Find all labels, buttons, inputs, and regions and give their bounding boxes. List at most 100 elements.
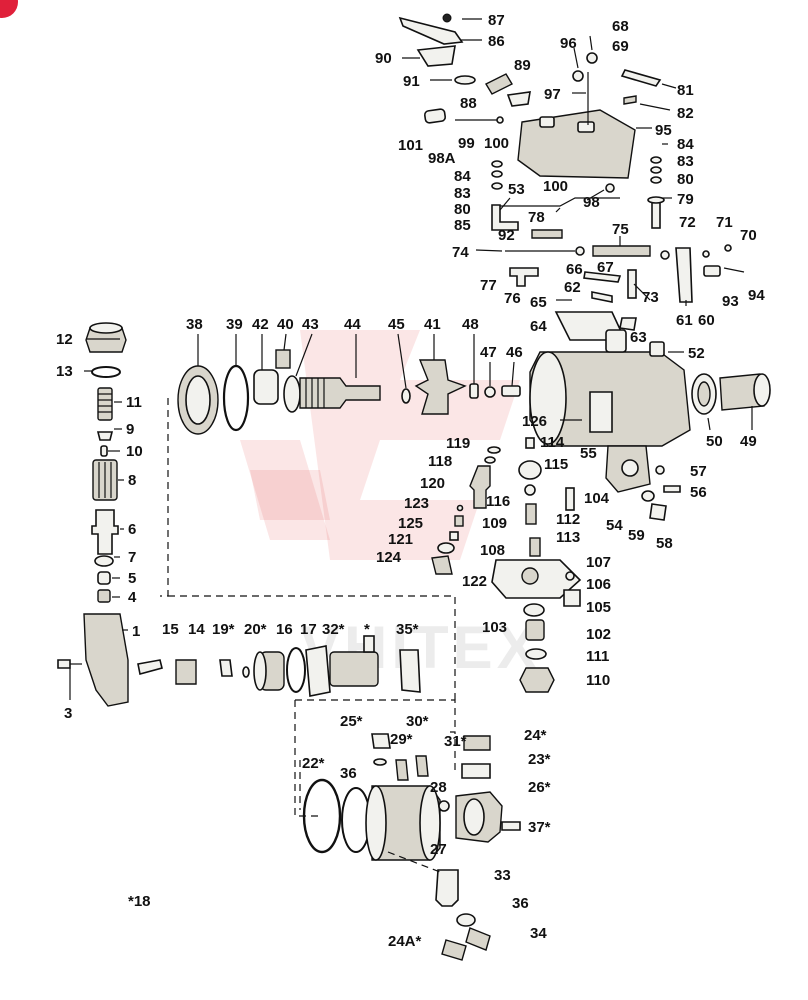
part-label-41: 41	[424, 316, 441, 333]
part-label-42: 42	[252, 316, 269, 333]
part-label-1: 1	[132, 623, 140, 640]
valve-parts	[431, 437, 582, 693]
part-label-56: 56	[690, 484, 707, 501]
shaft-assembly	[177, 349, 521, 435]
part-label-95: 95	[655, 122, 672, 139]
part-label-37: 37*	[528, 819, 551, 836]
part-label-4: 4	[128, 589, 137, 606]
part-labels: 87 86 90 91 88 89 96 68 69 97 81 82 95 1…	[56, 12, 765, 950]
part-label-83a: 83	[454, 185, 471, 202]
part-label-98: 98	[583, 194, 600, 211]
part-label-59: 59	[628, 527, 645, 544]
part-label-31: 31*	[444, 733, 467, 750]
part-label-67: 67	[597, 259, 614, 276]
part-label-34: 34	[530, 925, 547, 942]
part-label-119: 119	[446, 435, 470, 452]
part-label-113: 113	[556, 529, 580, 546]
part-label-57: 57	[690, 463, 707, 480]
part-label-39: 39	[226, 316, 243, 333]
part-label-60: 60	[698, 312, 715, 329]
part-label-79: 79	[677, 191, 694, 208]
part-label-120: 120	[420, 475, 445, 492]
part-label-88: 88	[460, 95, 477, 112]
leader-lines	[84, 18, 753, 631]
part-label-69: 69	[612, 38, 629, 55]
part-label-36b: 36	[512, 895, 529, 912]
part-label-87: 87	[488, 12, 505, 29]
part-label-48: 48	[462, 316, 479, 333]
part-label-94: 94	[748, 287, 765, 304]
part-label-97: 97	[544, 86, 561, 103]
footnote-18: *18	[128, 893, 151, 910]
part-label-20: 20*	[244, 621, 267, 638]
part-label-109: 109	[482, 515, 507, 532]
part-label-3: 3	[64, 705, 72, 722]
part-label-70: 70	[740, 227, 757, 244]
part-label-83b: 83	[677, 153, 694, 170]
part-label-96: 96	[560, 35, 577, 52]
part-label-53: 53	[508, 181, 525, 198]
part-label-110: 110	[586, 672, 610, 689]
part-label-35: 35*	[396, 621, 419, 638]
part-label-74: 74	[452, 244, 469, 261]
part-label-6: 6	[128, 521, 136, 538]
part-label-73: 73	[642, 289, 659, 306]
part-label-71: 71	[716, 214, 733, 231]
part-label-33: 33	[494, 867, 511, 884]
part-label-11: 11	[126, 394, 142, 411]
part-label-22: 22*	[302, 755, 325, 772]
part-label-43: 43	[302, 316, 319, 333]
part-label-61: 61	[676, 312, 693, 329]
part-label-19: 19*	[212, 621, 235, 638]
part-label-76: 76	[504, 290, 521, 307]
part-label-50: 50	[706, 433, 723, 450]
part-label-star: *	[364, 621, 370, 638]
part-label-78: 78	[528, 209, 545, 226]
part-label-47: 47	[480, 344, 497, 361]
part-label-24A: 24A*	[388, 933, 422, 950]
part-label-75: 75	[612, 221, 629, 238]
part-label-40: 40	[277, 316, 294, 333]
part-label-23: 23*	[528, 751, 551, 768]
part-label-100b: 100	[543, 178, 568, 195]
part-label-38: 38	[186, 316, 203, 333]
part-label-17: 17	[300, 621, 317, 638]
part-label-14: 14	[188, 621, 205, 638]
part-label-92: 92	[498, 227, 515, 244]
part-label-112: 112	[556, 511, 580, 528]
part-label-8: 8	[128, 472, 136, 489]
part-label-28: 28	[430, 779, 447, 796]
part-label-36a: 36	[340, 765, 357, 782]
part-label-84b: 84	[677, 136, 694, 153]
part-label-81: 81	[677, 82, 694, 99]
part-label-12: 12	[56, 331, 73, 348]
part-label-123: 123	[404, 495, 429, 512]
part-label-46: 46	[506, 344, 523, 361]
part-label-64: 64	[530, 318, 547, 335]
part-label-29: 29*	[390, 731, 413, 748]
part-label-107: 107	[586, 554, 611, 571]
part-label-49: 49	[740, 433, 757, 450]
part-label-93: 93	[722, 293, 739, 310]
part-label-32: 32*	[322, 621, 345, 638]
part-label-25: 25*	[340, 713, 363, 730]
part-label-84a: 84	[454, 168, 471, 185]
part-label-5: 5	[128, 570, 136, 587]
part-label-82: 82	[677, 105, 694, 122]
part-label-114: 114	[540, 434, 565, 451]
part-label-90: 90	[375, 50, 392, 67]
part-label-111: 111	[586, 648, 609, 665]
part-label-30: 30*	[406, 713, 429, 730]
part-label-66: 66	[566, 261, 583, 278]
part-label-118: 118	[428, 453, 452, 470]
part-label-26: 26*	[528, 779, 551, 796]
part-label-62: 62	[564, 279, 581, 296]
part-label-54: 54	[606, 517, 623, 534]
part-label-100a: 100	[484, 135, 509, 152]
part-label-86: 86	[488, 33, 505, 50]
part-label-125: 125	[398, 515, 423, 532]
part-label-105: 105	[586, 599, 611, 616]
part-label-126: 126	[522, 413, 547, 430]
transfer-parts	[137, 635, 421, 697]
